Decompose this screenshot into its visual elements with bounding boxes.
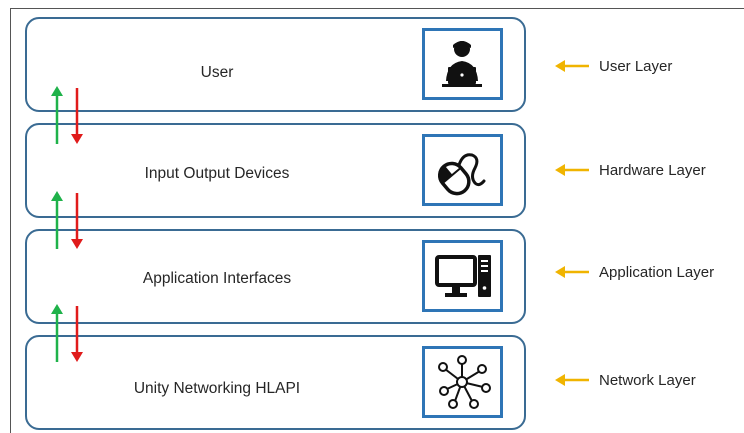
up-arrow-head <box>51 191 63 201</box>
side-label-text: Hardware Layer <box>599 161 706 179</box>
layer-input-output-devices: Input Output Devices <box>25 123 526 218</box>
bidirectional-arrows-application-network <box>51 304 83 362</box>
network-nodes-icon <box>438 355 491 409</box>
layer-unity-networking-hlapi: Unity Networking HLAPI <box>25 335 526 430</box>
layer-label: Application Interfaces <box>142 270 292 287</box>
icon-box <box>422 240 503 312</box>
bidirectional-arrows-hardware-application <box>51 191 83 249</box>
side-label-user-layer: User Layer <box>555 56 672 76</box>
diagram-frame <box>10 8 744 433</box>
icon-box <box>422 346 503 418</box>
icon-box <box>422 134 503 206</box>
layer-label: Unity Networking HLAPI <box>133 380 301 397</box>
layer-label: Input Output Devices <box>144 165 290 182</box>
left-arrow-icon <box>555 164 589 176</box>
side-label-application-layer: Application Layer <box>555 262 714 282</box>
left-arrow-icon <box>555 266 589 278</box>
side-label-text: Application Layer <box>599 263 715 281</box>
left-arrow-icon <box>555 374 589 386</box>
up-arrow-head <box>51 86 63 96</box>
layer-label: User <box>200 64 234 81</box>
down-arrow-head <box>71 239 83 249</box>
mouse-icon <box>437 153 486 196</box>
down-arrow-head <box>71 352 83 362</box>
side-label-hardware-layer: Hardware Layer <box>555 160 706 180</box>
down-arrow-head <box>71 134 83 144</box>
bidirectional-arrows-user-hardware <box>51 86 83 144</box>
side-label-text: User Layer <box>599 57 673 75</box>
user-laptop-icon <box>442 41 482 87</box>
icon-box <box>422 28 503 100</box>
layer-application-interfaces: Application Interfaces <box>25 229 526 324</box>
side-label-network-layer: Network Layer <box>555 370 696 390</box>
side-label-text: Network Layer <box>599 371 696 389</box>
desktop-computer-icon <box>435 255 491 297</box>
layer-user: User <box>25 17 526 112</box>
left-arrow-icon <box>555 60 589 72</box>
up-arrow-head <box>51 304 63 314</box>
